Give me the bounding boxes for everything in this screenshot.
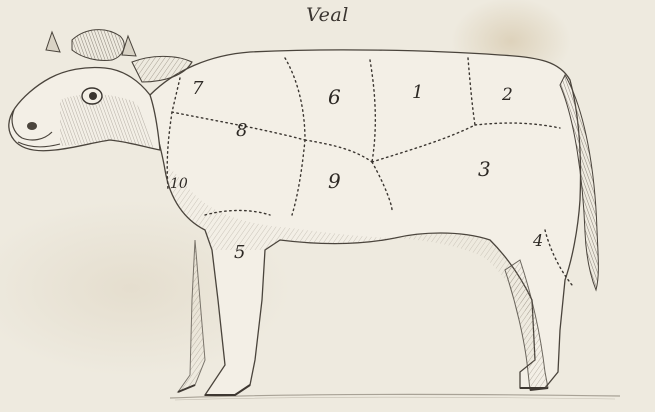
cut-label-9: 9 xyxy=(328,169,341,193)
cut-label-4: 4 xyxy=(532,231,543,250)
cut-label-7: 7 xyxy=(192,78,204,99)
eye-pupil xyxy=(89,92,97,100)
forelock xyxy=(72,30,124,61)
cut-label-2: 2 xyxy=(501,85,513,105)
cut-label-1: 1 xyxy=(412,82,423,103)
cut-label-6: 6 xyxy=(328,85,341,109)
cut-label-8: 8 xyxy=(236,120,247,141)
cut-label-3: 3 xyxy=(478,157,491,181)
horn-bud-left xyxy=(46,32,60,52)
cut-label-10: 10 xyxy=(170,176,188,192)
ground-shadow xyxy=(175,397,615,400)
cut-label-5: 5 xyxy=(234,242,245,263)
fore-leg-far xyxy=(178,240,205,392)
nostril xyxy=(27,122,37,130)
